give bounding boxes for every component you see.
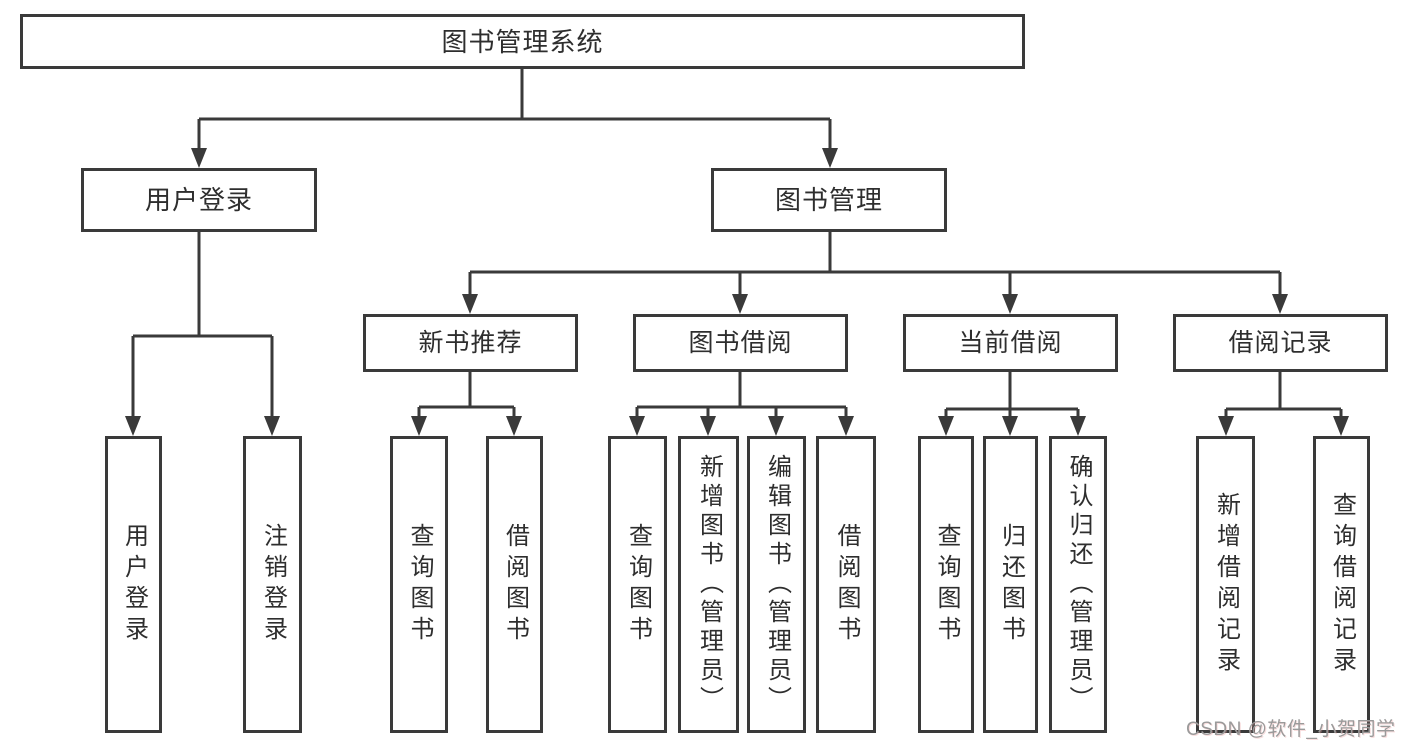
node-label: 借阅图书 xyxy=(833,522,860,647)
node-label: 注销登录 xyxy=(259,522,287,647)
node-label: 用户登录 xyxy=(144,185,253,215)
leaf-logout: 注销登录 xyxy=(243,436,302,733)
node-label: 编辑图书（管理员） xyxy=(763,454,791,715)
leaf-confirm-return-admin: 确认归还（管理员） xyxy=(1049,436,1107,733)
node-book-management: 图书管理 xyxy=(711,168,947,232)
node-label: 查询图书 xyxy=(933,522,960,647)
leaf-add-borrow-record: 新增借阅记录 xyxy=(1196,436,1255,733)
node-label: 归还图书 xyxy=(997,522,1025,647)
node-label: 新增图书（管理员） xyxy=(695,454,723,715)
leaf-query-books-recommend: 查询图书 xyxy=(390,436,448,733)
node-label: 新书推荐 xyxy=(418,328,523,357)
node-label: 借阅图书 xyxy=(501,522,529,647)
node-label: 查询图书 xyxy=(624,522,652,647)
leaf-query-books-current: 查询图书 xyxy=(918,436,974,733)
leaf-add-book-admin: 新增图书（管理员） xyxy=(678,436,739,733)
leaf-edit-book-admin: 编辑图书（管理员） xyxy=(747,436,806,733)
node-library-system: 图书管理系统 xyxy=(20,14,1025,69)
node-label: 图书管理 xyxy=(774,185,883,215)
node-new-book-recommend: 新书推荐 xyxy=(363,314,578,372)
leaf-borrow-books-recommend: 借阅图书 xyxy=(486,436,543,733)
node-book-borrow: 图书借阅 xyxy=(633,314,848,372)
node-label: 用户登录 xyxy=(120,522,148,647)
node-label: 查询借阅记录 xyxy=(1328,491,1356,678)
node-label: 图书管理系统 xyxy=(441,26,604,57)
node-label: 借阅记录 xyxy=(1228,328,1333,357)
leaf-query-books-borrow: 查询图书 xyxy=(608,436,667,733)
node-label: 查询图书 xyxy=(406,522,433,647)
node-borrow-records: 借阅记录 xyxy=(1173,314,1388,372)
node-label: 当前借阅 xyxy=(958,328,1063,357)
csdn-watermark: CSDN @软件_小贺同学 xyxy=(1186,719,1396,740)
node-current-borrow: 当前借阅 xyxy=(903,314,1118,372)
leaf-user-login: 用户登录 xyxy=(105,436,162,733)
node-label: 确认归还（管理员） xyxy=(1065,454,1092,715)
leaf-borrow-books: 借阅图书 xyxy=(816,436,876,733)
arrowhead-icons xyxy=(125,148,1349,436)
node-label: 新增借阅记录 xyxy=(1212,491,1240,678)
leaf-query-borrow-record: 查询借阅记录 xyxy=(1313,436,1370,733)
node-user-login: 用户登录 xyxy=(81,168,317,232)
node-label: 图书借阅 xyxy=(688,328,793,357)
leaf-return-book: 归还图书 xyxy=(983,436,1038,733)
